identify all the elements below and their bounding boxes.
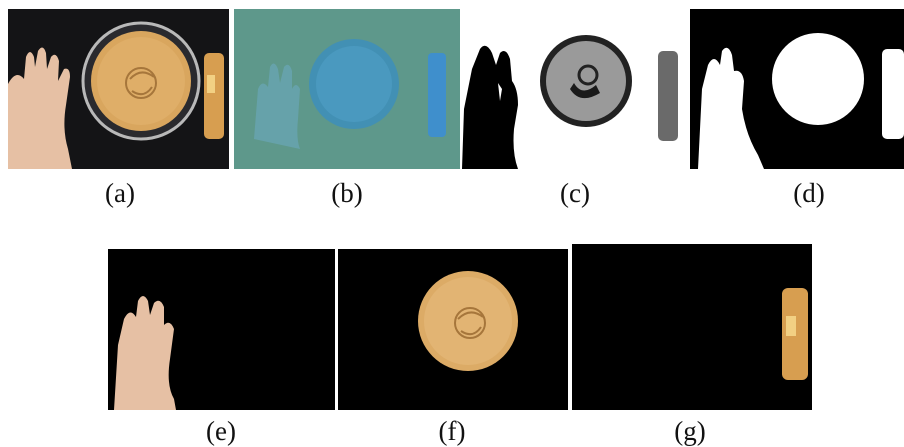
- hand-shape: [114, 296, 176, 410]
- clustering-image: [462, 9, 688, 169]
- panel-b-color-space: [234, 9, 460, 169]
- caption-e: (e): [206, 416, 236, 446]
- cake-top: [772, 33, 864, 125]
- panel-c-clustering: [462, 9, 688, 169]
- caption-b: (b): [331, 178, 363, 208]
- panel-g-segmented-cake-side: [572, 244, 812, 410]
- caption-c: (c): [560, 178, 590, 208]
- caption-f: (f): [438, 416, 466, 446]
- cake-emblem: [454, 307, 486, 339]
- caption-d: (d): [793, 178, 825, 208]
- photo-original: [8, 9, 229, 169]
- panel-d-binary-mask: [690, 9, 904, 169]
- cake-side: [204, 53, 224, 139]
- segmented-cake-side-image: [572, 244, 812, 410]
- cake-emblem: [125, 67, 157, 99]
- segmented-hand-image: [108, 249, 335, 410]
- caption-g: (g): [674, 416, 706, 446]
- binary-mask-image: [690, 9, 904, 169]
- panel-a-original-photo: [8, 9, 229, 169]
- hand-shape: [8, 47, 72, 169]
- cake-top: [546, 41, 626, 121]
- caption-a: (a): [105, 178, 135, 208]
- hand-shape: [698, 47, 764, 169]
- cake-side: [658, 51, 678, 141]
- segmented-cake-top-image: [338, 249, 568, 410]
- hand-shape: [462, 45, 518, 169]
- hand-shape: [254, 63, 300, 149]
- cake-side: [882, 49, 904, 139]
- panel-f-segmented-cake-top: [338, 249, 568, 410]
- color-space-image: [234, 9, 460, 169]
- panel-e-segmented-hand: [108, 249, 335, 410]
- cake-side: [428, 53, 446, 137]
